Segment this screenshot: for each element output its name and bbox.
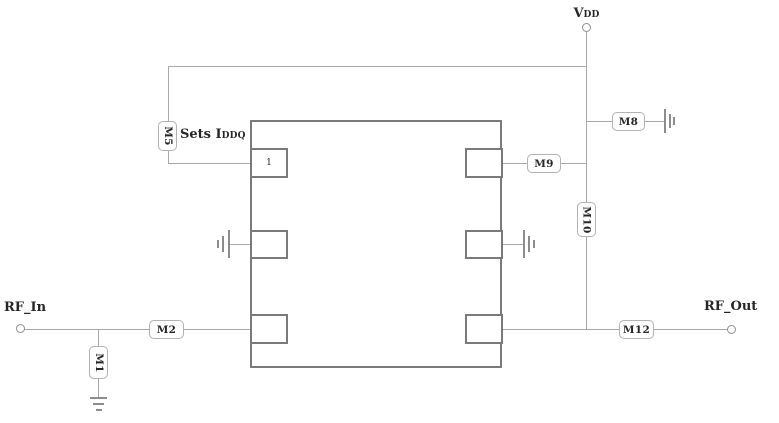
component-m12: M12	[619, 320, 654, 339]
component-label: M8	[618, 115, 639, 128]
component-label: M9	[534, 157, 554, 170]
sets-iddq-annotation: Sets IDDQ	[180, 127, 246, 142]
component-m2: M2	[149, 320, 184, 339]
ground-icon-m8	[664, 109, 676, 133]
ground-icon	[90, 397, 107, 412]
vdd-terminal	[582, 23, 591, 32]
pin-number: 1	[266, 158, 272, 168]
wire-m5-to-pin1	[168, 163, 251, 164]
wire-left-gnd	[229, 244, 251, 245]
pin-mid-left	[250, 230, 288, 259]
wire-vdd-vertical	[586, 32, 587, 330]
rf-out-terminal	[727, 325, 736, 334]
rf-out-label: RF_Out	[704, 299, 758, 314]
component-label: M12	[622, 323, 651, 336]
pin-bottom-left	[250, 314, 288, 344]
rf-in-label: RF_In	[4, 300, 47, 315]
component-m5: M5	[158, 121, 177, 151]
pin-mid-right	[465, 230, 503, 259]
wire-m5-vertical	[168, 66, 169, 164]
rf-in-terminal	[16, 324, 25, 333]
component-label: M10	[580, 205, 593, 234]
wire-right-gnd	[502, 244, 524, 245]
pin-top-right	[465, 148, 503, 178]
component-m8: M8	[612, 112, 645, 131]
pin-bottom-right	[465, 314, 503, 344]
pin-top-left: 1	[250, 148, 288, 178]
ground-icon-right-pin	[523, 230, 536, 258]
component-label: M5	[161, 126, 174, 146]
wire-top-link	[168, 66, 587, 67]
component-m10: M10	[577, 202, 596, 237]
component-m9: M9	[527, 154, 561, 173]
vdd-label: VDD	[573, 6, 600, 21]
wire-rf-in	[24, 329, 251, 330]
component-label: M1	[92, 352, 105, 373]
component-m1: M1	[89, 346, 108, 379]
wire-rf-out	[502, 329, 728, 330]
ground-icon-left-pin	[217, 230, 230, 258]
component-label: M2	[156, 323, 177, 336]
